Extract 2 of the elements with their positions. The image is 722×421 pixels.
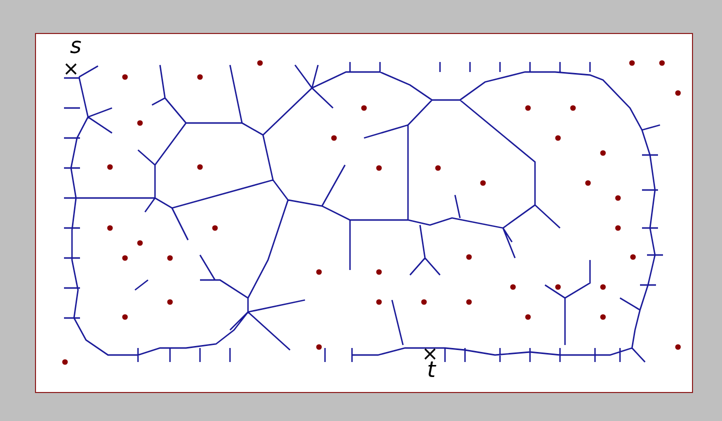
point-label: s: [70, 36, 82, 58]
point-label: t: [427, 360, 436, 382]
